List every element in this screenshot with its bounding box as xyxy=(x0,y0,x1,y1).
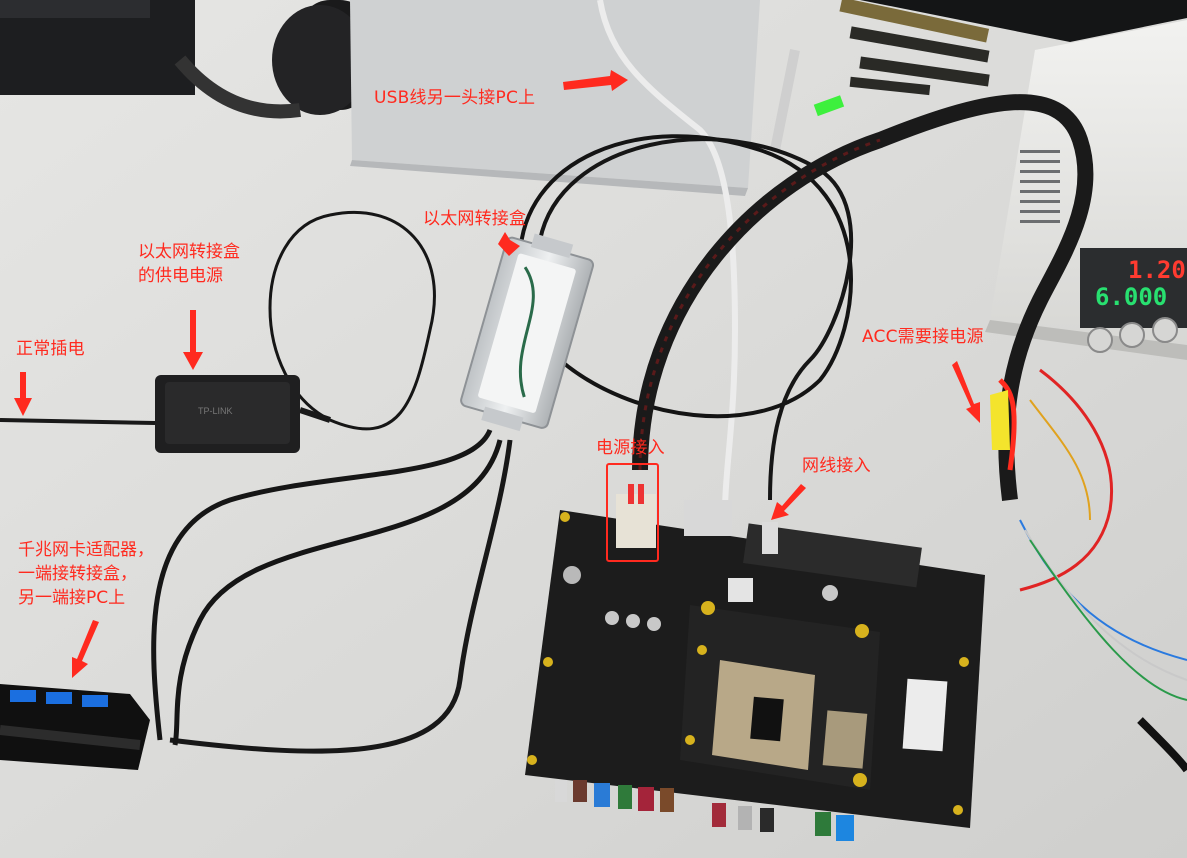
power-input-label: 电源接入 xyxy=(596,438,665,458)
svg-text:1.20: 1.20 xyxy=(1128,256,1186,284)
network-input-label: 网线接入 xyxy=(802,456,871,476)
gigabit-adapter-line2: 一端接转接盒， xyxy=(18,564,137,584)
svg-text:TP-LINK: TP-LINK xyxy=(198,406,233,416)
box-power-supply-line2: 的供电电源 xyxy=(138,266,223,286)
annotation-arrows xyxy=(14,70,980,678)
box-power-supply-line1: 以太网转接盒 xyxy=(138,242,240,262)
box-to-adapter-cable xyxy=(151,428,493,741)
laptop-base xyxy=(350,0,760,196)
ethernet-box-label: 以太网转接盒 xyxy=(423,209,527,229)
acc-power-label: ACC需要接电源 xyxy=(862,327,984,347)
dev-board xyxy=(525,484,985,841)
monitor-base xyxy=(860,0,1187,42)
tp-link-adapter: TP-LINK xyxy=(155,375,300,453)
gigabit-adapter-line3: 另一端接PC上 xyxy=(18,588,126,608)
box-power-supply-label: 以太网转接盒 的供电电源 xyxy=(138,240,240,288)
usb-cable xyxy=(597,0,739,511)
gigabit-adapter-label: 千兆网卡适配器， 一端接转接盒， 另一端接PC上 xyxy=(18,538,154,610)
acc-wiring xyxy=(990,368,1187,773)
normal-plug-label: 正常插电 xyxy=(16,339,85,359)
connector-pile xyxy=(813,0,990,117)
power-cable-loop xyxy=(268,210,436,431)
svg-text:6.000: 6.000 xyxy=(1095,283,1167,311)
usb-note-label: USB线另一头接PC上 xyxy=(374,88,536,108)
ethernet-converter-box xyxy=(460,233,595,432)
gigabit-adapter-line1: 千兆网卡适配器， xyxy=(18,540,154,560)
power-connector-highlight xyxy=(606,463,659,562)
gigabit-usb-adapter xyxy=(0,684,150,770)
